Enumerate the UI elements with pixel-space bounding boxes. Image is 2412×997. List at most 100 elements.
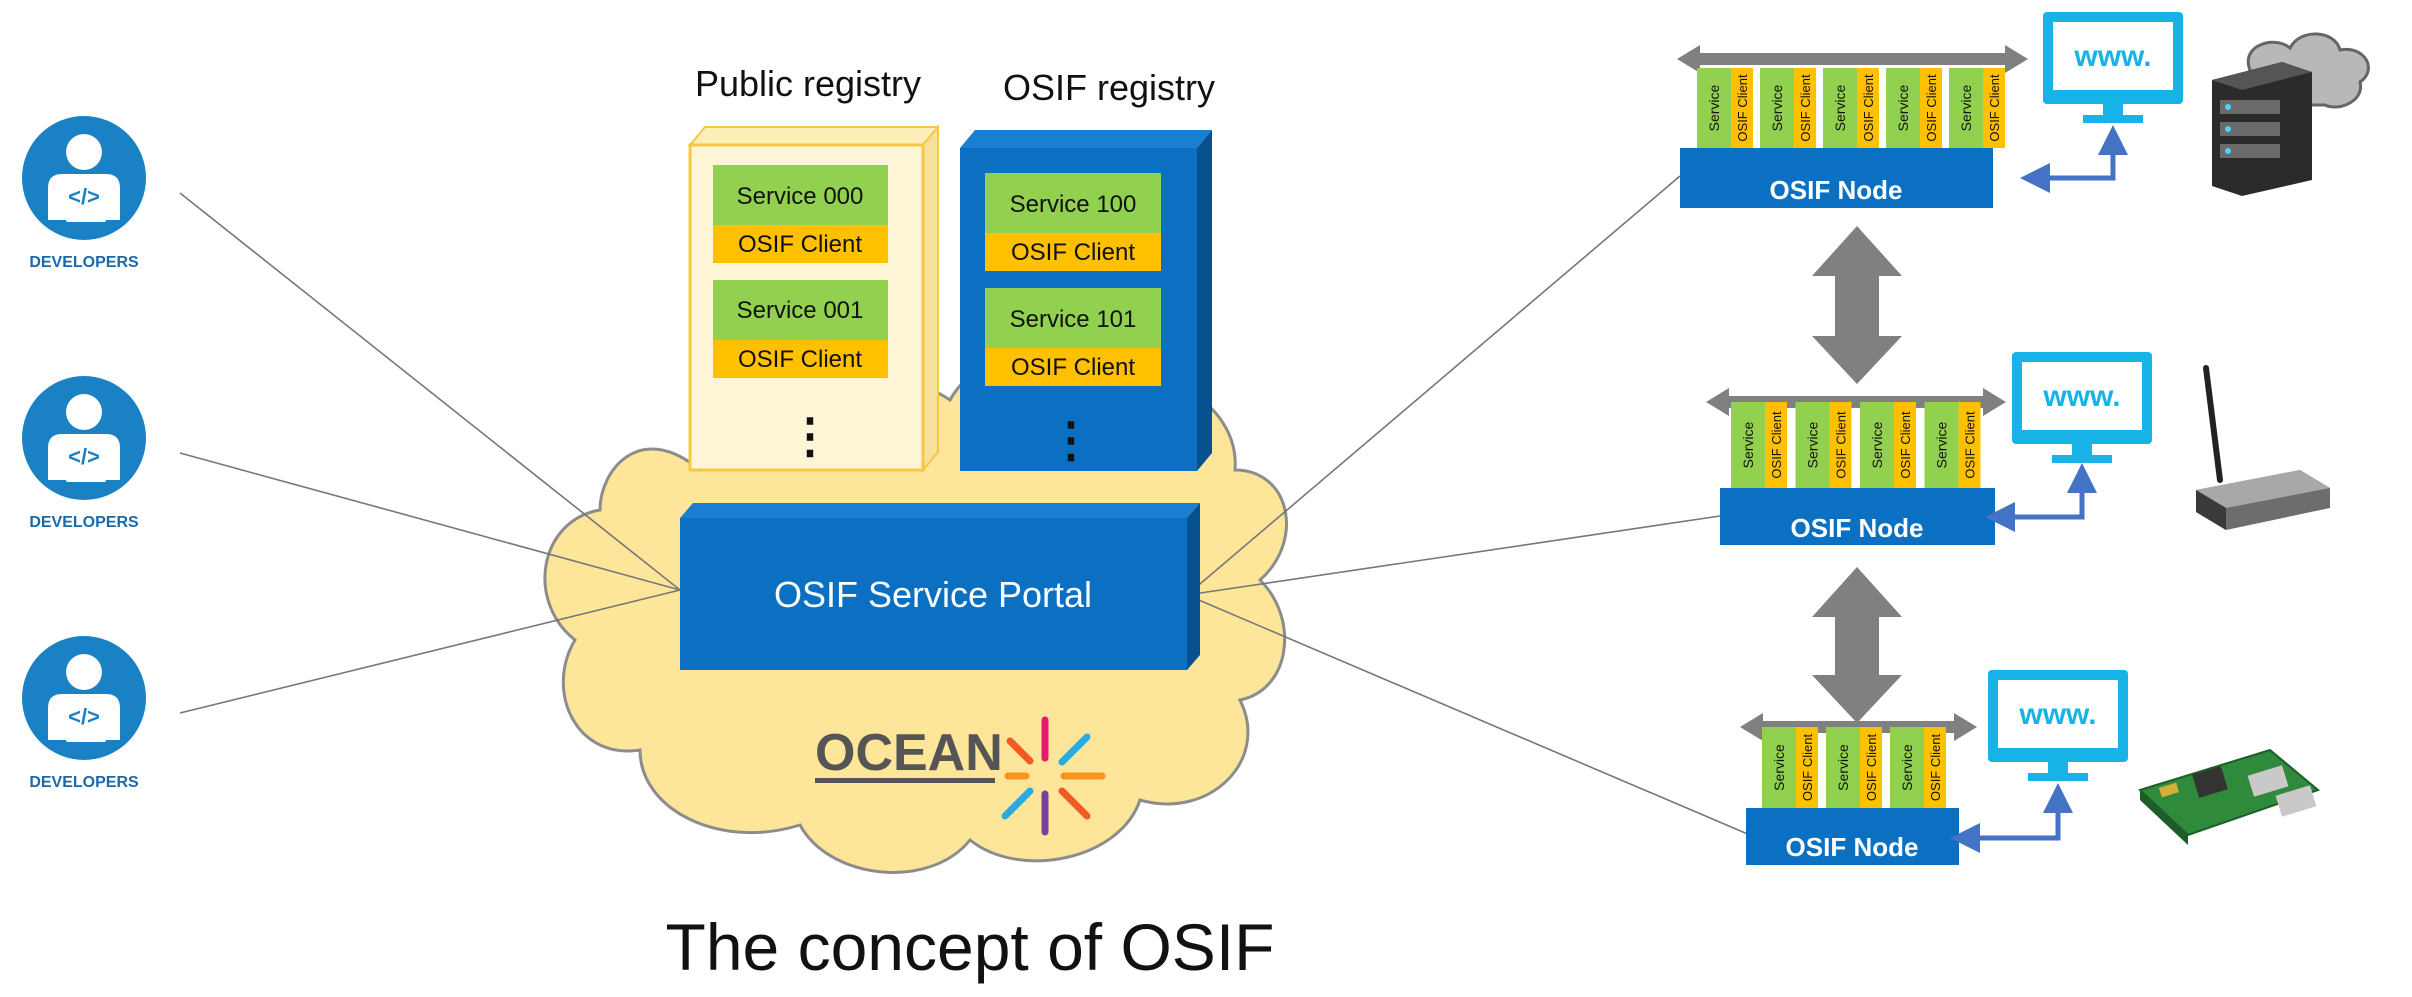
developer-2: </> DEVELOPERS bbox=[22, 376, 146, 531]
service-label: Service bbox=[1740, 421, 1756, 468]
node-service-module: Service OSIF Client bbox=[1826, 727, 1882, 808]
monitor-icon: www. bbox=[1988, 670, 2128, 781]
client-label: OSIF Client bbox=[1987, 74, 2002, 142]
monitor-icon: www. bbox=[2043, 12, 2183, 123]
developer-icon: </> bbox=[22, 376, 146, 500]
connector-node2 bbox=[1186, 515, 1721, 596]
node-to-monitor-arrow bbox=[2035, 125, 2128, 181]
svg-text:Service 101: Service 101 bbox=[1010, 306, 1137, 333]
client-label: OSIF Client bbox=[1898, 411, 1913, 479]
developer-icon: </> bbox=[22, 116, 146, 240]
osif-node-1: Service OSIF Client Service OSIF Client Serv… bbox=[1677, 12, 2370, 208]
node-to-monitor-arrow bbox=[1965, 783, 2073, 841]
node-service-module: Service OSIF Client bbox=[1924, 402, 1981, 488]
client-label: OSIF Client bbox=[1861, 74, 1876, 142]
node-double-arrow bbox=[1706, 388, 2006, 416]
node-service-module: Service OSIF Client bbox=[1762, 727, 1818, 808]
ocean-logo-text: OCEAN bbox=[815, 724, 1003, 782]
ocean-starburst-icon bbox=[1001, 716, 1106, 836]
svg-text:www.: www. bbox=[2018, 698, 2096, 731]
node-to-monitor-arrow bbox=[2000, 463, 2097, 520]
client-label: OSIF Client bbox=[1928, 734, 1943, 802]
service-label: Service bbox=[1835, 744, 1851, 791]
service-label: Service bbox=[1769, 84, 1785, 131]
svg-text:</>: </> bbox=[68, 704, 100, 729]
node-service-module: Service OSIF Client bbox=[1823, 68, 1879, 148]
client-label: OSIF Client bbox=[1769, 411, 1784, 479]
router-icon bbox=[2196, 365, 2330, 530]
osif-service-portal: OSIF Service Portal bbox=[680, 503, 1200, 670]
connector-node3 bbox=[1186, 594, 1751, 836]
node-sync-arrow bbox=[1812, 567, 1902, 723]
ocean-logo: OCEAN bbox=[815, 716, 1106, 836]
node-service-module: Service OSIF Client bbox=[1890, 727, 1946, 808]
registry-item: Service 100 OSIF Client bbox=[985, 173, 1161, 271]
svg-text:OSIF Client: OSIF Client bbox=[1011, 239, 1135, 266]
public-registry-title: Public registry bbox=[695, 63, 921, 104]
registry-item: Service 001 OSIF Client bbox=[713, 280, 888, 378]
osif-registry-title: OSIF registry bbox=[1003, 67, 1215, 108]
client-label: OSIF Client bbox=[1798, 74, 1813, 142]
client-label: OSIF Client bbox=[1963, 411, 1978, 479]
client-label: OSIF Client bbox=[1800, 734, 1815, 802]
diagram-title: The concept of OSIF bbox=[666, 910, 1275, 984]
service-label: Service bbox=[1832, 84, 1848, 131]
public-registry: Public registry Service 000 OSIF Client … bbox=[687, 63, 941, 473]
developer-icon: </> bbox=[22, 636, 146, 760]
monitor-icon: www. bbox=[2012, 352, 2152, 463]
service-label: Service bbox=[1805, 421, 1821, 468]
service-label: Service bbox=[1869, 421, 1885, 468]
node-services-1: Service OSIF Client Service OSIF Client Serv… bbox=[1697, 68, 2005, 148]
service-label: Service bbox=[1895, 84, 1911, 131]
osif-registry: OSIF registry Service 100 OSIF Client Se… bbox=[960, 67, 1215, 471]
node-service-module: Service OSIF Client bbox=[1760, 68, 1816, 148]
developer-label: DEVELOPERS bbox=[29, 774, 139, 791]
developer-label: DEVELOPERS bbox=[29, 514, 139, 531]
portal-label: OSIF Service Portal bbox=[774, 574, 1092, 615]
svg-text:www.: www. bbox=[2042, 380, 2120, 413]
svg-text:</>: </> bbox=[68, 184, 100, 209]
developer-label: DEVELOPERS bbox=[29, 254, 139, 271]
node-service-module: Service OSIF Client bbox=[1731, 402, 1787, 488]
registry-item: Service 000 OSIF Client bbox=[713, 165, 888, 263]
client-label: OSIF Client bbox=[1735, 74, 1750, 142]
node-service-module: Service OSIF Client bbox=[1697, 68, 1753, 148]
node-bar bbox=[1680, 148, 1993, 208]
svg-text:Service 000: Service 000 bbox=[737, 183, 864, 210]
connector-dev2 bbox=[179, 452, 681, 591]
client-label: OSIF Client bbox=[1924, 74, 1939, 142]
developer-3: </> DEVELOPERS bbox=[22, 636, 146, 791]
connector-lines bbox=[179, 175, 1751, 836]
node-label: OSIF Node bbox=[1770, 175, 1903, 205]
node-double-arrow bbox=[1677, 45, 2028, 73]
registry-ellipsis: ⋮ bbox=[1047, 414, 1095, 467]
svg-text:Service 100: Service 100 bbox=[1010, 191, 1137, 218]
developer-1: </> DEVELOPERS bbox=[22, 116, 146, 271]
connector-node1 bbox=[1186, 175, 1681, 596]
node-label: OSIF Node bbox=[1786, 832, 1919, 862]
service-label: Service bbox=[1771, 744, 1787, 791]
svg-text:OSIF Client: OSIF Client bbox=[738, 231, 862, 258]
service-label: Service bbox=[1899, 744, 1915, 791]
node-bar bbox=[1746, 808, 1959, 865]
client-label: OSIF Client bbox=[1864, 734, 1879, 802]
registry-item: Service 101 OSIF Client bbox=[985, 288, 1161, 386]
connector-dev3 bbox=[179, 589, 681, 714]
server-icon bbox=[2212, 32, 2370, 196]
svg-text:Service 001: Service 001 bbox=[737, 297, 864, 324]
service-label: Service bbox=[1934, 421, 1950, 468]
node-service-module: Service OSIF Client bbox=[1886, 68, 1942, 148]
node-label: OSIF Node bbox=[1791, 513, 1924, 543]
svg-text:www.: www. bbox=[2073, 40, 2151, 73]
service-label: Service bbox=[1706, 84, 1722, 131]
node-bar bbox=[1720, 488, 1995, 545]
svg-text:OSIF Client: OSIF Client bbox=[738, 346, 862, 373]
svg-text:</>: </> bbox=[68, 444, 100, 469]
svg-text:OSIF Client: OSIF Client bbox=[1011, 354, 1135, 381]
